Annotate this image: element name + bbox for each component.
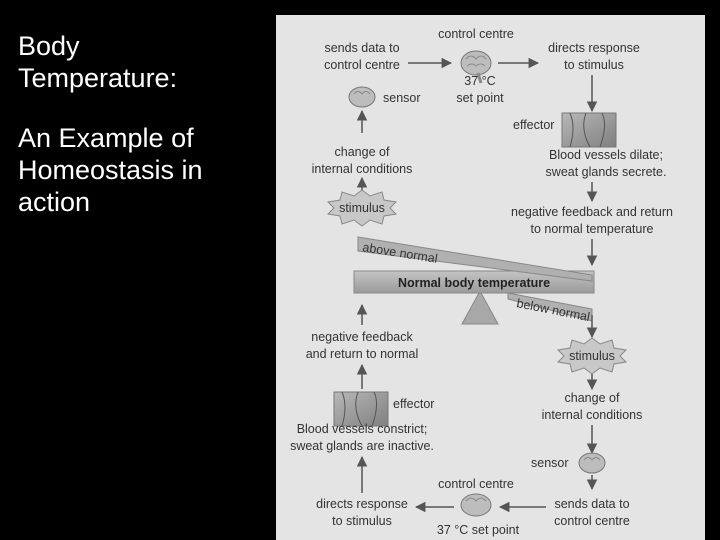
slide-subtitle: An Example of Homeostasis in action <box>18 122 268 218</box>
top-set-point-value: 37 °C <box>464 74 495 88</box>
bottom-constrict-line1: Blood vessels constrict; <box>297 422 428 436</box>
bottom-stimulus-label: stimulus <box>569 349 615 363</box>
seesaw-fulcrum <box>461 289 499 325</box>
top-sensor-label: sensor <box>383 91 421 105</box>
skin-tissue-icon <box>561 112 617 148</box>
bottom-change-line1: change of <box>565 391 620 405</box>
bottom-loop: negative feedback and return to normal e… <box>290 303 643 537</box>
slide-title: Body Temperature: <box>18 30 268 94</box>
bottom-sensor-label: sensor <box>531 456 569 470</box>
homeostasis-diagram: control centre 37 °C set point sends dat… <box>290 27 673 537</box>
top-dilate-line2: sweat glands secrete. <box>546 165 667 179</box>
homeostasis-diagram-panel: control centre 37 °C set point sends dat… <box>276 15 705 540</box>
title-line-2: Temperature: <box>18 63 178 93</box>
top-control-centre-label: control centre <box>438 27 514 41</box>
bottom-feedback-line1: negative feedback <box>311 330 413 344</box>
top-stimulus-burst <box>326 189 398 227</box>
bottom-constrict-line2: sweat glands are inactive. <box>290 439 434 453</box>
top-directs-line2: to stimulus <box>564 58 624 72</box>
top-loop: control centre 37 °C set point sends dat… <box>312 27 673 267</box>
seesaw: Normal body temperature above normal bel… <box>353 236 595 325</box>
title-line-1: Body <box>18 31 80 61</box>
top-feedback-line1: negative feedback and return <box>511 205 673 219</box>
bottom-set-point-label: 37 °C set point <box>437 523 520 537</box>
top-dilate-line1: Blood vessels dilate; <box>549 148 663 162</box>
top-effector-label: effector <box>513 118 554 132</box>
bottom-skin-tissue-icon <box>333 391 389 427</box>
normal-temperature-label: Normal body temperature <box>398 276 550 290</box>
top-feedback-line2: to normal temperature <box>531 222 654 236</box>
top-set-point-label: set point <box>456 91 504 105</box>
brain-icon <box>460 50 492 84</box>
top-sends-data-line2: control centre <box>324 58 400 72</box>
bottom-sends-data-line1: sends data to <box>554 497 629 511</box>
below-normal-label: below normal <box>515 296 591 324</box>
bottom-brain-icon <box>460 493 492 517</box>
seesaw-plank-upper <box>357 236 593 282</box>
slide-title-block: Body Temperature: An Example of Homeosta… <box>18 30 268 246</box>
top-change-line1: change of <box>335 145 390 159</box>
normal-temperature-bar <box>353 270 595 294</box>
sensor-brain-icon <box>348 86 376 108</box>
subtitle-line-3: action <box>18 187 91 217</box>
bottom-sensor-brain-icon <box>578 452 606 474</box>
subtitle-line-1: An Example of <box>18 123 194 153</box>
top-directs-line1: directs response <box>548 41 640 55</box>
bottom-directs-line1: directs response <box>316 497 408 511</box>
top-sends-data-line1: sends data to <box>324 41 399 55</box>
bottom-sends-data-line2: control centre <box>554 514 630 528</box>
bottom-change-line2: internal conditions <box>542 408 643 422</box>
bottom-directs-line2: to stimulus <box>332 514 392 528</box>
top-change-line2: internal conditions <box>312 162 413 176</box>
subtitle-line-2: Homeostasis in <box>18 155 203 185</box>
bottom-control-centre-label: control centre <box>438 477 514 491</box>
top-stimulus-label: stimulus <box>339 201 385 215</box>
bottom-effector-label: effector <box>393 397 434 411</box>
bottom-feedback-line2: and return to normal <box>306 347 419 361</box>
